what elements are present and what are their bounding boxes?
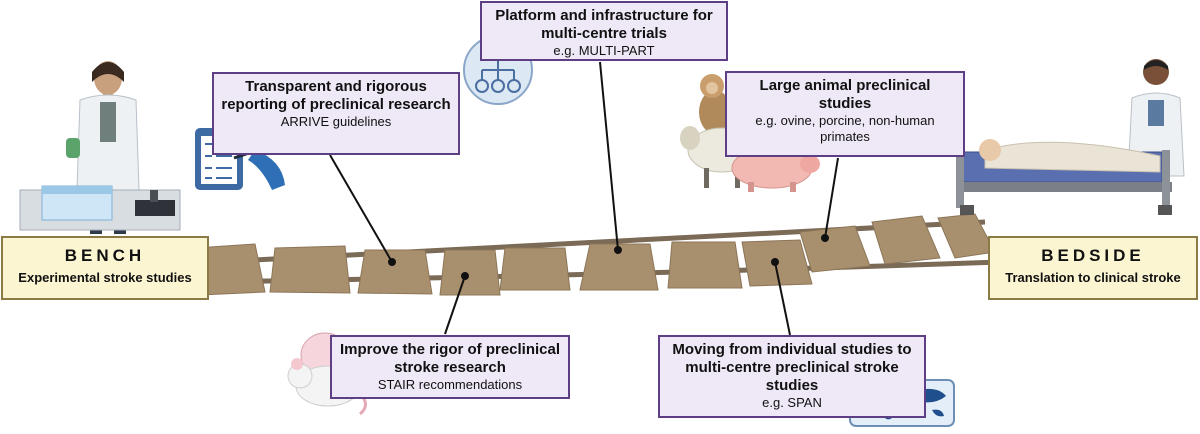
plank — [667, 241, 743, 289]
connector-dot — [461, 272, 469, 280]
pig-icon — [731, 147, 820, 192]
plank — [439, 249, 501, 296]
hospital-bed-icon — [956, 138, 1172, 215]
monkey-icon — [699, 74, 731, 134]
bench-title: BENCH — [64, 246, 146, 265]
connector-dot — [614, 246, 622, 254]
bedside-subtitle: Translation to clinical stroke — [1005, 270, 1181, 285]
callout-large-animal-title: Large animal preclinical studies — [759, 77, 931, 112]
callout-reporting-title: Transparent and rigorous reporting of pr… — [221, 78, 451, 113]
plank — [269, 245, 351, 294]
callout-platform: Platform and infrastructure for multi-ce… — [480, 1, 728, 61]
plank — [871, 215, 941, 265]
callout-reporting-detail: ARRIVE guidelines — [280, 114, 392, 129]
bench-subtitle: Experimental stroke studies — [18, 270, 192, 285]
callout-multicentre-title: Moving from individual studies to multi-… — [672, 341, 912, 394]
lab-equipment-icon — [19, 185, 181, 231]
callout-rigor-title: Improve the rigor of preclinical stroke … — [339, 341, 561, 376]
bridge-planks — [194, 213, 996, 296]
callout-large-animal-detail: e.g. ovine, porcine, non-human primates — [755, 113, 935, 144]
connector-line — [599, 61, 619, 251]
connector-line — [774, 261, 791, 336]
bedside-title: BEDSIDE — [1041, 246, 1145, 265]
callout-large-animal: Large animal preclinical studies e.g. ov… — [725, 71, 965, 157]
callout-reporting: Transparent and rigorous reporting of pr… — [212, 72, 460, 155]
bench-box: BENCH Experimental stroke studies — [1, 236, 209, 300]
connector-dot — [771, 258, 779, 266]
callout-multicentre-detail: e.g. SPAN — [762, 395, 822, 410]
callout-rigor: Improve the rigor of preclinical stroke … — [330, 335, 570, 399]
connector-line — [329, 154, 393, 263]
callout-platform-title: Platform and infrastructure for multi-ce… — [495, 7, 713, 42]
plank — [579, 243, 659, 291]
connector-dot — [821, 234, 829, 242]
connector-line — [444, 275, 466, 335]
connector-dot — [388, 258, 396, 266]
callout-rigor-detail: STAIR recommendations — [377, 377, 523, 392]
callout-platform-detail: e.g. MULTI-PART — [553, 43, 655, 58]
callout-multicentre: Moving from individual studies to multi-… — [658, 335, 926, 418]
connector-line — [824, 157, 839, 239]
plank — [937, 213, 996, 259]
bedside-box: BEDSIDE Translation to clinical stroke — [988, 236, 1198, 300]
plank — [357, 249, 433, 295]
plank — [499, 247, 571, 291]
plank — [799, 225, 871, 273]
